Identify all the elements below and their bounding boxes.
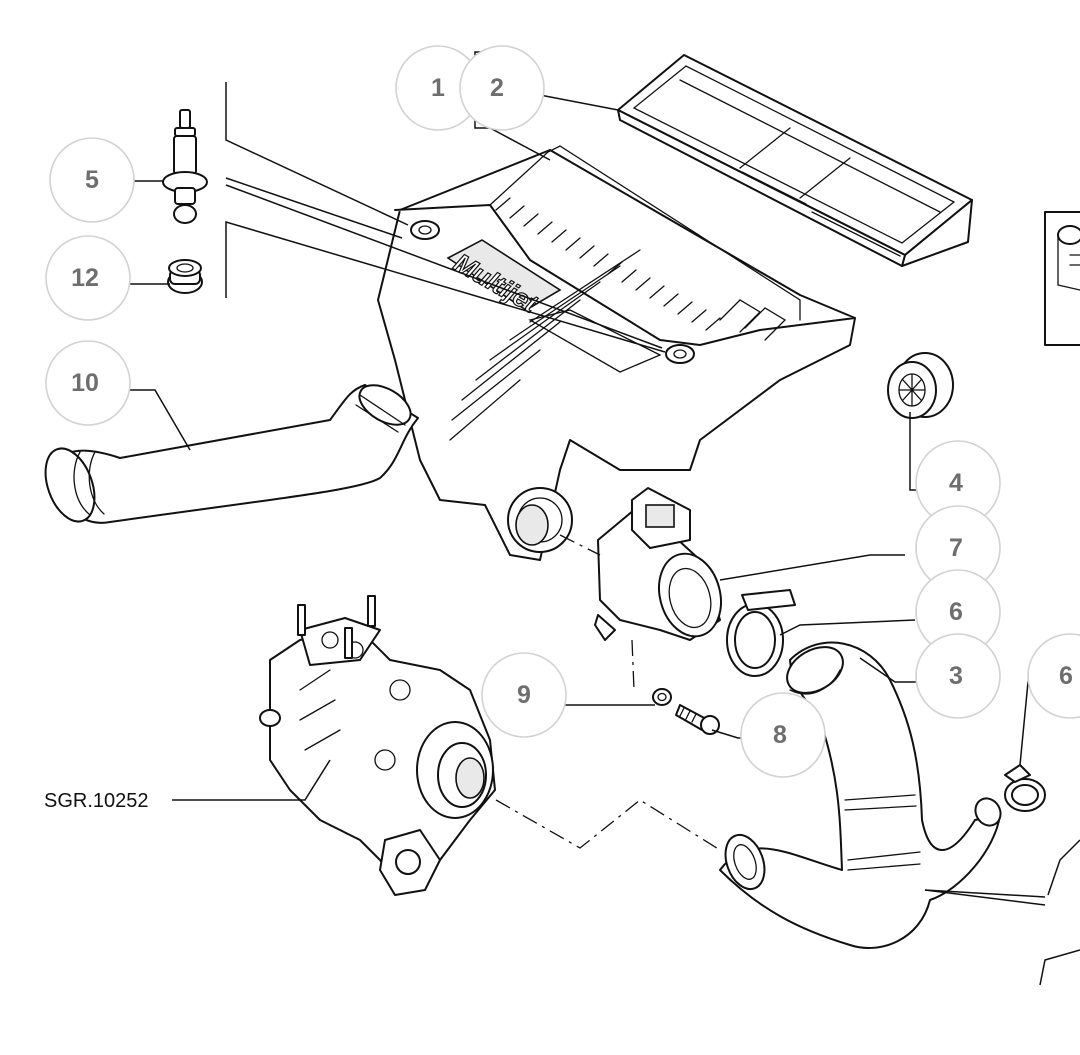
assembly-lines <box>495 534 721 851</box>
turbocharger[interactable] <box>259 595 496 896</box>
callout-3[interactable]: 3 <box>915 633 1001 719</box>
partial-edge-part <box>1039 839 1080 986</box>
callout-8[interactable]: 8 <box>740 692 826 778</box>
callout-6-right[interactable]: 6 <box>1027 633 1080 719</box>
hose-clamp[interactable] <box>726 589 796 677</box>
callout-1[interactable]: 1 <box>395 45 481 131</box>
inset-frame <box>1044 211 1080 346</box>
callout-6-right-number: 6 <box>1059 662 1073 690</box>
hose-clamp-right[interactable] <box>1004 764 1046 812</box>
callout-6-number: 6 <box>949 598 963 626</box>
washer[interactable] <box>652 688 672 706</box>
callouts: 1 2 5 12 10 4 7 6 <box>45 45 1080 778</box>
callout-3-number: 3 <box>949 662 963 690</box>
callout-2-number: 2 <box>490 74 504 102</box>
reference-code: SGR.10252 <box>44 790 149 812</box>
air-filter-housing[interactable]: Multijet <box>377 145 856 561</box>
callout-7-number: 7 <box>949 534 963 562</box>
air-filter-element[interactable] <box>617 54 973 267</box>
callout-10-number: 10 <box>71 369 99 397</box>
callout-12-number: 12 <box>71 264 99 292</box>
rubber-bushing[interactable] <box>167 259 203 294</box>
air-mass-meter[interactable] <box>594 487 730 643</box>
callout-1-number: 1 <box>431 74 445 102</box>
callout-9-number: 9 <box>517 681 531 709</box>
callout-12[interactable]: 12 <box>45 235 131 321</box>
air-intake-hose[interactable] <box>36 377 419 528</box>
bolt[interactable] <box>675 704 720 735</box>
callout-4-number: 4 <box>949 469 963 497</box>
callout-5[interactable]: 5 <box>49 137 135 223</box>
callout-8-number: 8 <box>773 721 787 749</box>
callout-2[interactable]: 2 <box>459 45 545 131</box>
callout-9[interactable]: 9 <box>481 652 567 738</box>
callout-10[interactable]: 10 <box>45 340 131 426</box>
intake-pipe[interactable] <box>719 638 1006 949</box>
grommet[interactable] <box>887 352 954 419</box>
callout-4[interactable]: 4 <box>915 440 1001 526</box>
mounting-pin[interactable] <box>162 109 208 224</box>
callout-5-number: 5 <box>85 166 99 194</box>
